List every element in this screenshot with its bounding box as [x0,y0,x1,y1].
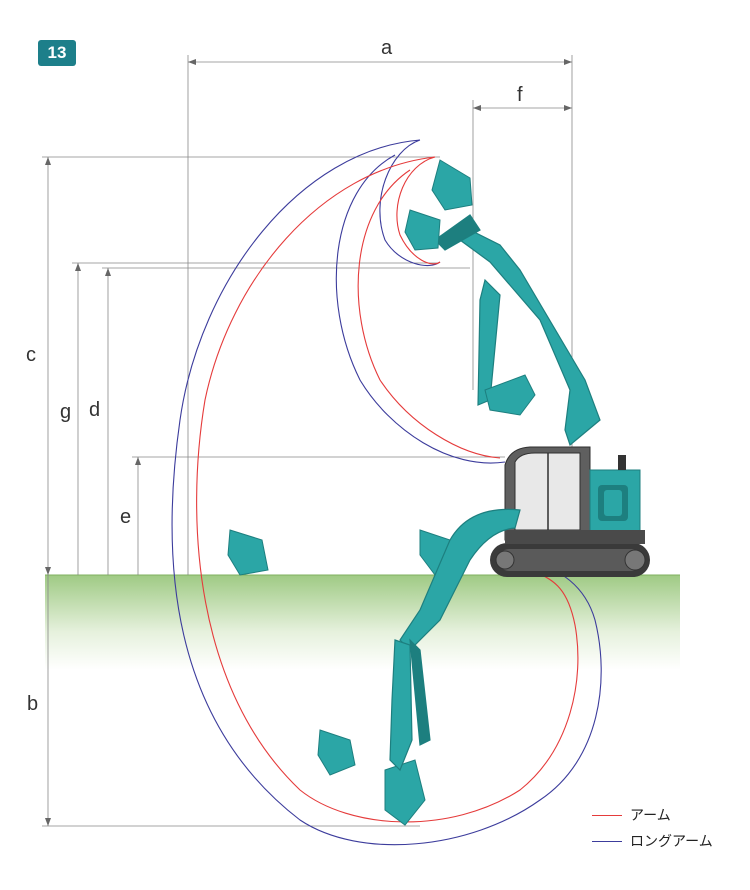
legend-label-arm: アーム [630,808,671,824]
dimension-label-d: d [89,399,101,421]
red-line-icon [592,814,622,816]
figure-number-badge: 13 [38,40,76,66]
legend: アーム ロングアーム [592,802,713,854]
arm-reach-envelope [196,156,579,823]
excavator [490,446,650,577]
long-arm-reach-envelope [171,139,602,846]
dimension-label-c: c [26,344,36,366]
digging-arm [389,508,521,772]
boom-and-arm [434,214,601,447]
dimension-label-g: g [60,401,72,423]
legend-item-long-arm: ロングアーム [592,828,713,854]
legend-label-long-arm: ロングアーム [630,834,713,850]
legend-item-arm: アーム [592,802,713,828]
dimension-label-a: a [381,37,393,59]
dimension-ticks [45,59,572,826]
ground-area [45,575,680,670]
dimension-lines [42,55,573,827]
dimension-label-f: f [517,84,523,106]
dimension-label-b: b [27,693,39,715]
blue-line-icon [592,840,622,842]
dimension-label-e: e [120,506,132,528]
